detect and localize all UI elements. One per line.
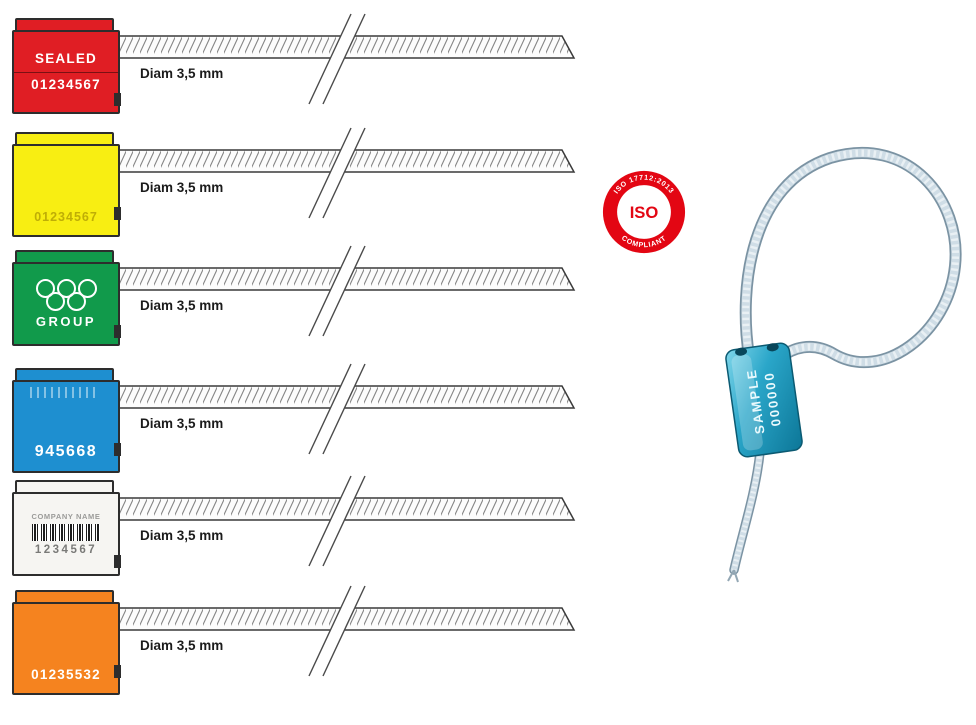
- seal-text: SEALED: [35, 50, 97, 66]
- cable-drawing: [112, 242, 586, 342]
- ring-icon: [67, 292, 86, 311]
- ring-icon: [77, 279, 97, 298]
- cable-drawing: [112, 360, 586, 460]
- seal-green: GROUP: [12, 250, 121, 346]
- sample-cable-seal-photo: SAMPLE 000000: [725, 147, 962, 583]
- seal-row-orange: 01235532 Diam 3,5 mm: [12, 582, 598, 695]
- cable-entry-hole: [766, 343, 779, 352]
- cable-diameter-label: Diam 3,5 mm: [140, 180, 224, 195]
- seal-face: COMPANY NAME 1234567: [12, 492, 120, 576]
- seal-face: GROUP: [12, 262, 120, 346]
- seal-blue: 945668: [12, 368, 121, 473]
- seal-divider: [14, 71, 118, 73]
- seal-logo-text: GROUP: [35, 314, 97, 329]
- seal-number: 01234567: [31, 76, 101, 92]
- cable-entry-hole: [735, 347, 748, 356]
- seal-row-white: COMPANY NAME 1234567 Diam 3,5 mm: [12, 472, 598, 584]
- seal-red: SEALED 01234567: [12, 18, 121, 114]
- seal-latch: [114, 93, 121, 106]
- seal-latch: [114, 665, 121, 678]
- seal-yellow: 01234567: [12, 132, 121, 237]
- ring-icon: [56, 279, 76, 298]
- cable-diameter-label: Diam 3,5 mm: [140, 638, 224, 653]
- cable-diameter-label: Diam 3,5 mm: [140, 66, 224, 81]
- seal-latch: [114, 207, 121, 220]
- ring-icon: [46, 292, 65, 311]
- rings-bottom-row: [45, 292, 87, 311]
- cable-frayed-tip: [727, 569, 739, 583]
- seal-face: SEALED 01234567: [12, 30, 120, 114]
- cable-diameter-label: Diam 3,5 mm: [140, 416, 224, 431]
- seal-white: COMPANY NAME 1234567: [12, 480, 121, 576]
- cable-drawing: [112, 10, 586, 110]
- seal-row-red: SEALED 01234567 Diam 3,5 mm: [12, 10, 598, 122]
- seal-row-green: GROUP Diam 3,5 mm: [12, 242, 598, 354]
- cable-diameter-label: Diam 3,5 mm: [140, 528, 224, 543]
- barcode: [32, 524, 100, 541]
- cable-diameter-label: Diam 3,5 mm: [140, 298, 224, 313]
- cable-drawing: [112, 582, 586, 682]
- seal-face: 01235532: [12, 602, 120, 695]
- ring-icon: [35, 279, 55, 298]
- seal-latch: [114, 325, 121, 338]
- seal-number: 01235532: [31, 667, 101, 683]
- badge-center-disc: [617, 185, 671, 239]
- cable-drawing: [112, 472, 586, 572]
- five-rings-logo-icon: [35, 279, 98, 311]
- seal-row-blue: 945668 Diam 3,5 mm: [12, 360, 598, 473]
- cable-drawing: [112, 124, 586, 224]
- seal-company-name: COMPANY NAME: [31, 512, 101, 521]
- seal-face: 945668: [12, 380, 120, 473]
- seal-orange: 01235532: [12, 590, 121, 695]
- seal-number: 945668: [34, 443, 98, 460]
- seal-latch: [114, 443, 121, 456]
- cable-loop: [739, 147, 962, 369]
- embossed-ridges: [30, 387, 100, 398]
- badge-center-text: ISO: [630, 203, 659, 222]
- seal-face: 01234567: [12, 144, 120, 237]
- sample-seal-body: SAMPLE 000000: [725, 342, 803, 458]
- cable-tail: [727, 447, 765, 583]
- seal-number: 01234567: [34, 210, 98, 225]
- seal-row-yellow: 01234567 Diam 3,5 mm: [12, 124, 598, 237]
- rings-top-row: [35, 279, 98, 298]
- seal-number: 1234567: [34, 544, 98, 556]
- seal-latch: [114, 555, 121, 568]
- iso-17712-badge: ISO 17712:2013 COMPLIANT ISO: [602, 170, 686, 254]
